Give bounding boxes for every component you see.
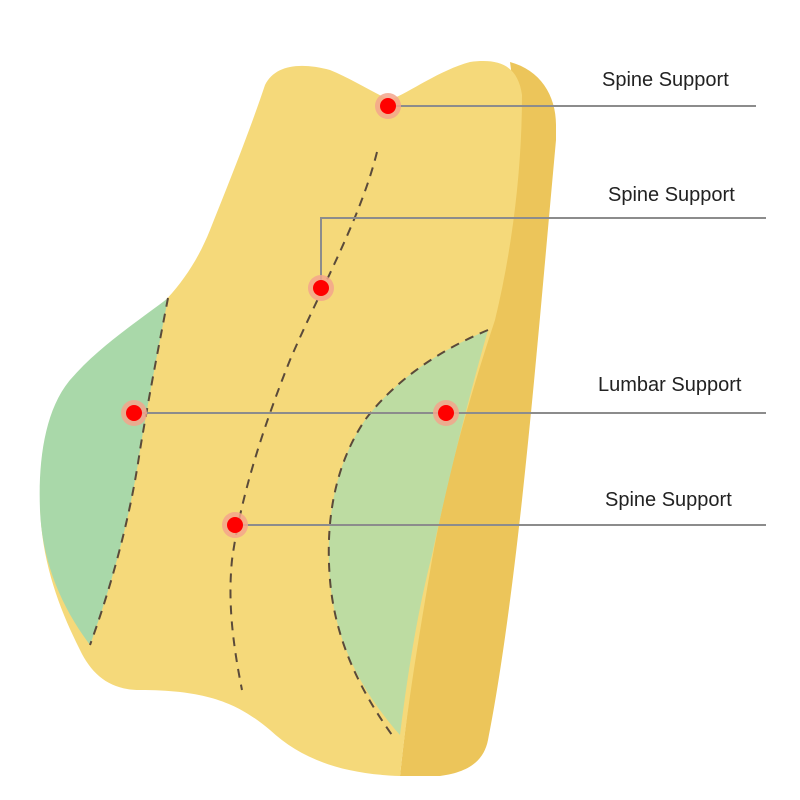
right-lumbar-panel [328, 330, 488, 735]
labels: Spine Support Spine Support Lumbar Suppo… [598, 69, 742, 511]
label-spine-support-1: Spine Support [602, 69, 729, 91]
marker-lumbar-right [433, 400, 459, 426]
leader-line-2 [320, 217, 766, 288]
marker-spine-lower [222, 512, 248, 538]
marker-spine-top [375, 93, 401, 119]
label-lumbar-support: Lumbar Support [598, 374, 742, 396]
seam-spine-upper [229, 151, 378, 691]
seam-right-panel [327, 329, 489, 736]
marker-spine-middle [308, 275, 334, 301]
dashed-seams [89, 151, 489, 736]
left-lumbar-panel [39, 298, 168, 645]
markers [121, 93, 459, 538]
label-spine-support-2: Spine Support [608, 184, 735, 206]
marker-lumbar-left [121, 400, 147, 426]
label-spine-support-3: Spine Support [605, 489, 732, 511]
cushion-side-edge [400, 62, 556, 776]
